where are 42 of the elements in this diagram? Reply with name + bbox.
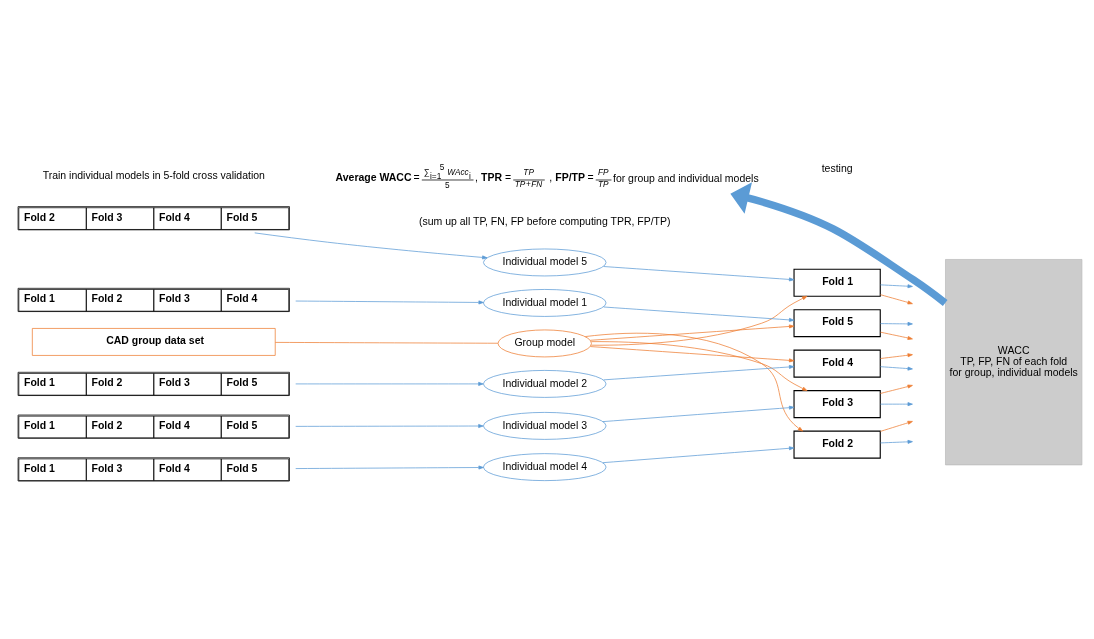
arrow [880,365,913,371]
arrow [295,300,484,304]
arrow [880,293,913,304]
arrow [880,331,913,340]
arrow [730,181,948,306]
arrow [602,445,795,463]
arrow [880,352,913,359]
arrow [603,364,795,380]
arrow [295,423,484,428]
connector [274,341,499,344]
node-box: Fold 2 [793,430,881,459]
node-ellipse: Individual model 1 [483,288,607,317]
arrow [602,405,795,422]
arrow [590,295,808,346]
label: (sum up all TP, FN, FP before computing TPR, FP/TP) [418,215,671,227]
label: testing [821,162,853,174]
node-box: WACC TP, FP, FN of each fold for group, individual models [945,258,1083,465]
node-ellipse: Individual model 2 [483,369,607,398]
arrow [880,401,913,406]
arrow [880,283,913,288]
arrow [603,306,795,322]
node-box: Fold 3 [793,389,881,418]
node-box: Fold 1 [793,268,881,297]
arrow [590,340,808,391]
node-box: CAD group data set [31,327,276,356]
arrow [589,324,795,341]
arrow [254,232,488,259]
arrow [589,345,795,362]
arrow [584,332,804,431]
node-box: Fold 5 [793,308,881,337]
arrow [295,465,484,469]
arrow [880,420,913,432]
arrow [880,321,913,326]
node-ellipse: Group model [497,329,592,357]
node-ellipse: Individual model 3 [483,411,607,440]
label: Train individual models in 5-fold cross validation [42,169,265,181]
node-box: Fold 4 [793,349,881,378]
arrow [603,265,795,281]
arrow [880,439,913,444]
arrow [295,381,484,386]
arrow [880,384,913,394]
node-ellipse: Individual model 4 [483,452,607,481]
